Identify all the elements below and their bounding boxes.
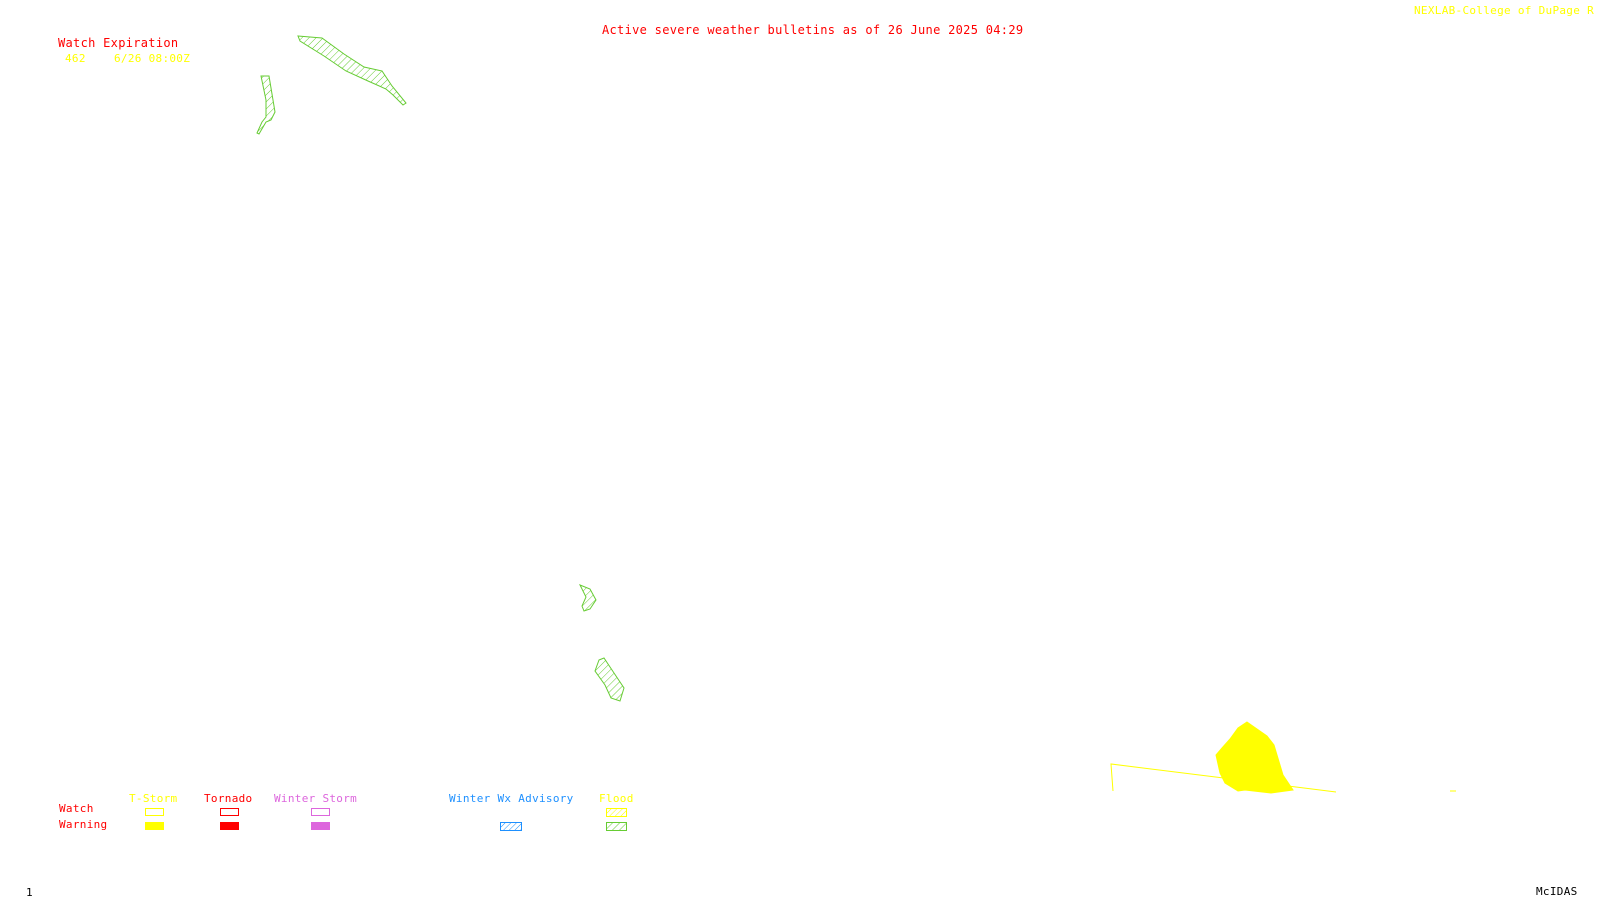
flood-warning-area [256, 75, 276, 135]
legend-row-watch: Watch [59, 802, 94, 815]
software-label: McIDAS [1536, 885, 1578, 898]
legend-swatch-tstorm-watch [145, 808, 164, 816]
legend-col-tornado: Tornado [204, 792, 253, 805]
watch-number: 462 [65, 52, 86, 65]
legend-swatch-winter-advisory [500, 822, 522, 831]
flood-warning-area [578, 584, 597, 612]
tstorm-warning-area [1215, 721, 1294, 794]
legend-col-flood: Flood [599, 792, 634, 805]
flood-warning-area [594, 657, 625, 702]
legend-swatch-tornado-warning [220, 822, 239, 830]
tstorm-watch-outline [1110, 763, 1456, 793]
legend-swatch-tstorm-warning [145, 822, 164, 830]
frame-number: 1 [26, 886, 33, 899]
watch-expiration-time: 6/26 08:00Z [114, 52, 191, 65]
flood-warning-area [297, 35, 407, 106]
legend-col-winter-advisory: Winter Wx Advisory [449, 792, 574, 805]
legend-swatch-winter-storm-warning [311, 822, 330, 830]
legend-swatch-winter-storm-watch [311, 808, 330, 816]
legend-swatch-tornado-watch [220, 808, 239, 816]
legend-row-warning: Warning [59, 818, 108, 831]
legend-swatch-flood-warning [606, 822, 627, 831]
legend-col-tstorm: T-Storm [129, 792, 178, 805]
legend-col-winter-storm: Winter Storm [274, 792, 358, 805]
legend-swatch-flood-watch [606, 808, 627, 817]
credit-label: NEXLAB-College of DuPage R [1414, 4, 1594, 17]
bulletin-title: Active severe weather bulletins as of 26… [602, 23, 1024, 37]
watch-table-heading: Watch Expiration [58, 36, 179, 50]
